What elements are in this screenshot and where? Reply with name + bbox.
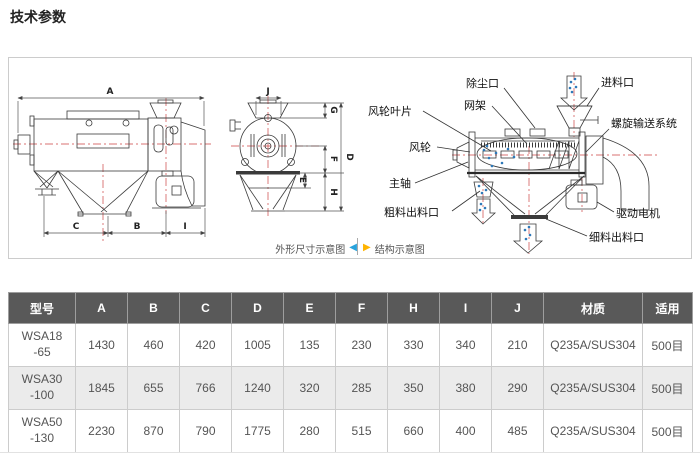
label-mesh-frame: 网架 [464,99,486,112]
dimension-view-front: J G F H E D [229,87,354,218]
table-row: WSA30-100 1845 655 766 1240 320 285 350 … [8,366,693,410]
cell-i: 380 [439,366,492,410]
cell-i: 400 [439,409,492,453]
label-screw-conveyor: 螺旋输送系统 [611,116,677,130]
cell-c: 790 [179,409,232,453]
label-dust-port: 除尘口 [466,76,499,90]
cell-j: 290 [491,366,544,410]
col-header-e: E [283,292,336,324]
cell-j: 210 [491,323,544,367]
col-header-i: I [439,292,492,324]
caption-divider [357,238,358,255]
col-header-a: A [75,292,128,324]
label-feed-inlet: 进料口 [601,75,634,89]
cell-d: 1005 [231,323,284,367]
cell-c: 420 [179,323,232,367]
col-header-f: F [335,292,388,324]
label-coarse-outlet: 粗料出料口 [384,205,439,219]
dim-label-i: I [183,222,186,232]
label-main-shaft: 主轴 [389,176,411,190]
label-fan-blade: 风轮叶片 [368,104,412,118]
dimension-view-side: A C B I [13,87,211,241]
header-row: 型号 A B C D E F H I J 材质 适用 [8,292,693,324]
table-row: WSA18-65 1430 460 420 1005 135 230 330 3… [8,323,693,367]
cell-b: 655 [127,366,180,410]
cell-c: 766 [179,366,232,410]
right-arrow-icon: ▶ [363,242,371,253]
cell-a: 1845 [75,366,128,410]
bottom-divider [0,452,700,453]
cell-material: Q235A/SUS304 [543,323,643,367]
col-header-h: H [387,292,440,324]
cell-application: 500目 [642,323,693,367]
cell-material: Q235A/SUS304 [543,409,643,453]
page-title: 技术参数 [10,9,66,25]
dim-label-h: H [328,188,338,196]
cell-e: 135 [283,323,336,367]
cell-material: Q235A/SUS304 [543,366,643,410]
cell-b: 460 [127,323,180,367]
cell-f: 285 [335,366,388,410]
cell-application: 500目 [642,409,693,453]
cell-f: 230 [335,323,388,367]
cell-e: 320 [283,366,336,410]
cell-h: 660 [387,409,440,453]
structure-view-tab[interactable]: ▶结构示意图 [363,241,425,256]
cell-j: 485 [491,409,544,453]
structure-view-tab-label: 结构示意图 [374,244,425,256]
cell-b: 870 [127,409,180,453]
col-header-d: D [231,292,284,324]
cell-a: 1430 [75,323,128,367]
dim-label-a: A [107,87,114,97]
dim-label-c: C [73,222,80,232]
dim-label-g: G [328,106,338,113]
left-arrow-icon: ◀ [349,242,357,253]
dim-label-b: B [134,222,141,232]
cell-h: 330 [387,323,440,367]
cell-a: 2230 [75,409,128,453]
dim-label-j: J [265,87,269,97]
diagram-panel: A C B I [8,57,692,259]
cell-i: 340 [439,323,492,367]
dim-label-f: F [328,156,338,162]
table-row: WSA50-130 2230 870 790 1775 280 515 660 … [8,409,693,453]
cell-f: 515 [335,409,388,453]
cell-d: 1240 [231,366,284,410]
label-drive-motor: 驱动电机 [616,206,660,220]
cell-model: WSA30-100 [8,366,76,410]
dimension-view-tab-label: 外形尺寸示意图 [275,244,346,256]
spec-table: 型号 A B C D E F H I J 材质 适用 WSA18-65 1430… [8,292,693,453]
col-header-c: C [179,292,232,324]
dim-label-e: E [297,177,307,183]
col-header-b: B [127,292,180,324]
cell-d: 1775 [231,409,284,453]
label-fan-wheel: 风轮 [409,140,431,154]
cell-e: 280 [283,409,336,453]
dimension-view-tab[interactable]: 外形尺寸示意图◀ [271,241,357,256]
cell-application: 500目 [642,366,693,410]
label-fine-outlet: 细料出料口 [589,230,644,244]
cell-model: WSA50-130 [8,409,76,453]
structure-view: 风轮叶片 除尘口 网架 进料口 螺旋输送系统 风轮 主轴 粗料出料口 驱动电机 … [368,72,677,254]
cell-model: WSA18-65 [8,323,76,367]
cell-h: 350 [387,366,440,410]
dim-label-d: D [344,153,354,160]
col-header-application: 适用 [642,292,693,324]
col-header-model: 型号 [8,292,76,324]
col-header-material: 材质 [543,292,643,324]
col-header-j: J [491,292,544,324]
technical-drawing: A C B I [13,72,677,254]
